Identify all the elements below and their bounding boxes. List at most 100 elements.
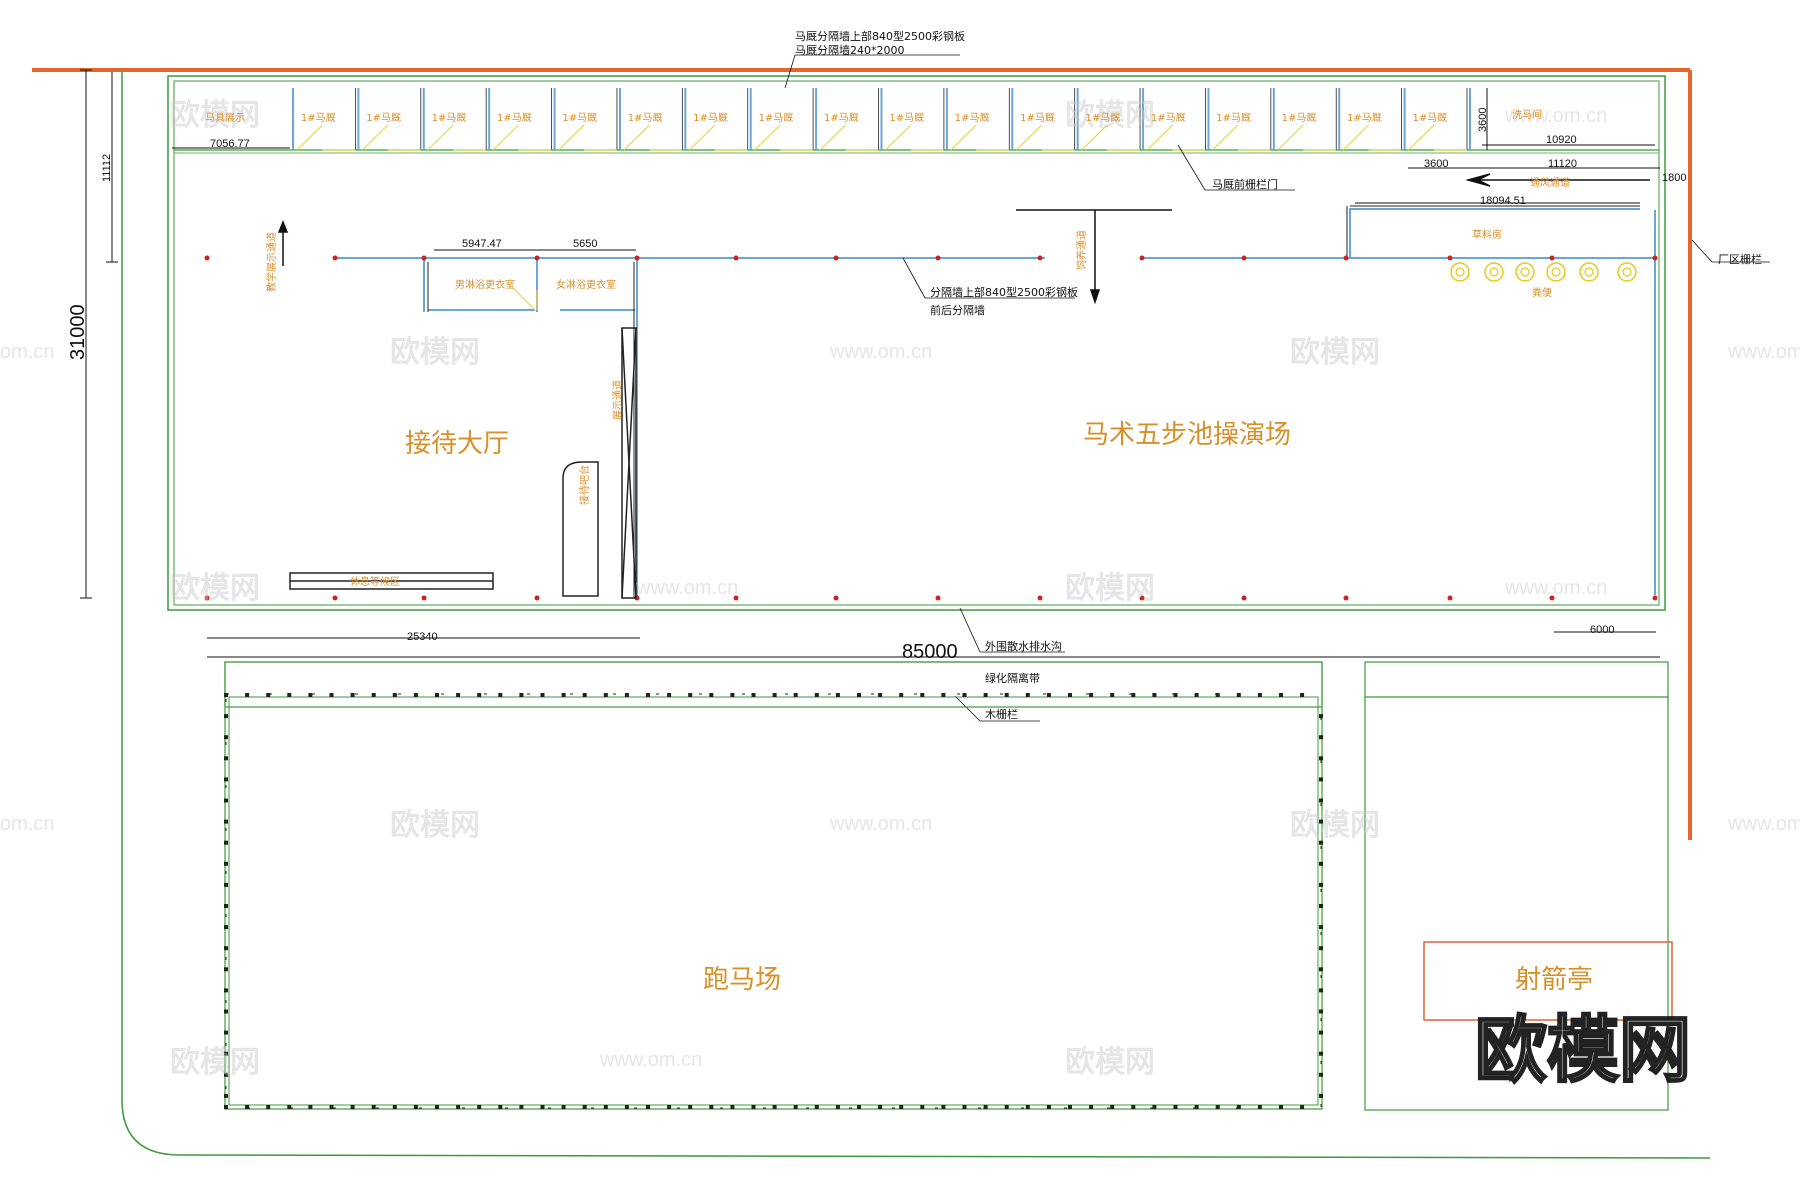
- display-channel: [621, 327, 637, 599]
- stall-gate-swing: [1015, 124, 1043, 151]
- post: [634, 255, 640, 261]
- post: [1447, 595, 1453, 601]
- stall-gate-swing: [361, 124, 389, 151]
- svg-text:欧模网: 欧模网: [1290, 335, 1380, 370]
- note-factory-fence: 厂区栅栏: [1718, 252, 1762, 266]
- svg-text:www.om.cn: www.om.cn: [829, 813, 932, 835]
- fence-post: [1300, 693, 1305, 697]
- post: [1139, 595, 1145, 601]
- fence-post: [603, 693, 608, 697]
- stall-gate-swing: [1212, 124, 1239, 151]
- stall-label: 1#马厩: [1347, 112, 1382, 124]
- fence-post: [266, 693, 271, 697]
- fence-post: [878, 1105, 883, 1109]
- fence-post: [1319, 798, 1323, 803]
- fence-post: [224, 1105, 228, 1109]
- fence-post: [224, 798, 228, 803]
- wall-edges: [427, 205, 1640, 598]
- fence-post: [287, 1105, 292, 1109]
- fence-post: [287, 693, 292, 697]
- fence-post: [245, 693, 250, 697]
- racecourse-label: 跑马场: [703, 965, 781, 995]
- fence-post: [1319, 1072, 1323, 1077]
- factory-fence: [32, 68, 1692, 840]
- fence-post: [456, 693, 461, 697]
- stall-label: 1#马厩: [955, 112, 990, 124]
- fence-post: [1089, 1105, 1094, 1109]
- manure-pits: [1450, 262, 1637, 282]
- svg-text:www.om.cn: www.om.cn: [1727, 813, 1800, 835]
- fence-post: [224, 1093, 228, 1098]
- fence-post: [413, 1105, 418, 1109]
- teaching-channel-label: 教学展示通道: [265, 232, 278, 292]
- manure-pit: [1450, 262, 1470, 282]
- wood-fence-posts: [224, 693, 1323, 1109]
- fence-post: [1319, 1093, 1323, 1098]
- fence-post: [477, 693, 482, 697]
- svg-text:欧模网: 欧模网: [170, 571, 260, 606]
- fence-post: [435, 693, 439, 697]
- fence-post: [1319, 946, 1323, 951]
- svg-text:om.cn: om.cn: [0, 341, 54, 363]
- stall-gate-swing: [754, 124, 781, 151]
- fence-post: [392, 1105, 397, 1109]
- fence-post: [519, 1105, 524, 1109]
- racecourse-area: [224, 661, 1323, 1110]
- fence-post: [1319, 1030, 1323, 1035]
- post: [833, 255, 839, 261]
- fence-post: [371, 693, 376, 697]
- dimension-lines: [80, 69, 1660, 658]
- fence-post: [1300, 1105, 1305, 1109]
- archery-pavilion-label: 射箭亭: [1515, 965, 1593, 995]
- fence-post: [730, 693, 735, 697]
- stall-label: 1#马厩: [628, 112, 663, 124]
- post: [1549, 595, 1555, 601]
- fence-post: [1046, 1105, 1051, 1109]
- fence-post: [350, 693, 355, 697]
- fence-post: [224, 925, 228, 930]
- fence-post: [962, 1105, 967, 1109]
- fence-post: [308, 1105, 313, 1109]
- fence-post: [329, 693, 334, 697]
- fence-post: [456, 1105, 461, 1109]
- stall-gate-swing: [1277, 124, 1304, 151]
- stall-label: 1#马厩: [759, 112, 794, 124]
- dim-display-width: 7056.77: [210, 138, 250, 150]
- stall-gate-swing: [688, 124, 716, 151]
- stall-gate-swing: [819, 124, 846, 151]
- fence-post: [224, 1072, 228, 1077]
- wash-room-label: 洗马间: [1512, 108, 1542, 121]
- leader-lines: [784, 54, 1770, 722]
- fence-post: [224, 988, 228, 993]
- fence-post: [920, 1105, 925, 1109]
- fence-post: [1152, 1105, 1157, 1109]
- info-desk-label: 接待吧台: [578, 465, 591, 505]
- fence-post: [392, 693, 397, 697]
- fence-post: [1319, 1009, 1323, 1014]
- fence-post: [371, 1105, 376, 1109]
- post: [733, 595, 739, 601]
- post: [935, 595, 941, 601]
- stall-label: 1#马厩: [1020, 112, 1055, 124]
- fence-post: [751, 1105, 756, 1109]
- post: [204, 595, 210, 601]
- reception-desk: [562, 461, 599, 597]
- dim-channel-a: 3600: [1424, 158, 1448, 170]
- fence-post: [1279, 693, 1283, 697]
- stall-label: 1#马厩: [301, 112, 336, 124]
- post: [1241, 595, 1247, 601]
- post: [1139, 255, 1145, 261]
- fence-post: [1257, 1105, 1262, 1109]
- post: [332, 595, 338, 601]
- stall-label: 1#马厩: [562, 112, 597, 124]
- display-channel-label: 展示通道: [611, 380, 624, 420]
- shower-door: [511, 286, 538, 311]
- svg-text:欧模网: 欧模网: [1065, 571, 1155, 606]
- fence-post: [224, 1051, 228, 1056]
- horse-display-label: 马具展示: [205, 112, 245, 124]
- fence-post: [1194, 693, 1199, 697]
- fence-post: [857, 693, 861, 697]
- stall-gate-swing: [296, 124, 323, 151]
- stall-gate-swing: [885, 124, 912, 151]
- fence-post: [1319, 882, 1323, 887]
